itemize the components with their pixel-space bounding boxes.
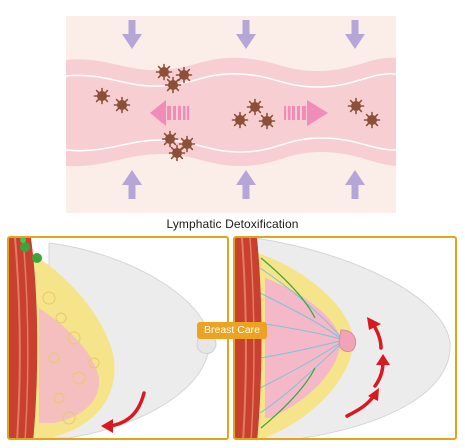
curved-arrow-icon bbox=[373, 354, 390, 388]
curved-arrow-icon bbox=[367, 317, 383, 350]
lymphatic-detox-diagram bbox=[66, 16, 396, 213]
gland-tissue bbox=[265, 278, 341, 418]
breast-tissue-illustration bbox=[235, 238, 451, 438]
muscle-layer bbox=[235, 238, 262, 438]
diagram-caption: Lymphatic Detoxification bbox=[166, 217, 299, 231]
flow-arrow-icon bbox=[150, 100, 189, 126]
muscle-layer bbox=[9, 238, 38, 438]
breast-tissue-panel bbox=[233, 236, 457, 440]
vessel-line-bottom bbox=[66, 137, 396, 153]
lymph-vessel bbox=[66, 57, 396, 167]
gland-tissue bbox=[39, 308, 100, 423]
breast-care-badge: Breast Care bbox=[197, 322, 268, 339]
breast-side-view-panel bbox=[7, 236, 229, 440]
curved-arrow-icon bbox=[101, 391, 146, 433]
curved-arrow-icon bbox=[345, 388, 379, 418]
flow-arrow-icon bbox=[284, 100, 328, 126]
lymph-node-icon bbox=[20, 238, 42, 263]
vessel-line-top bbox=[66, 73, 396, 88]
breast-side-illustration bbox=[9, 238, 217, 438]
